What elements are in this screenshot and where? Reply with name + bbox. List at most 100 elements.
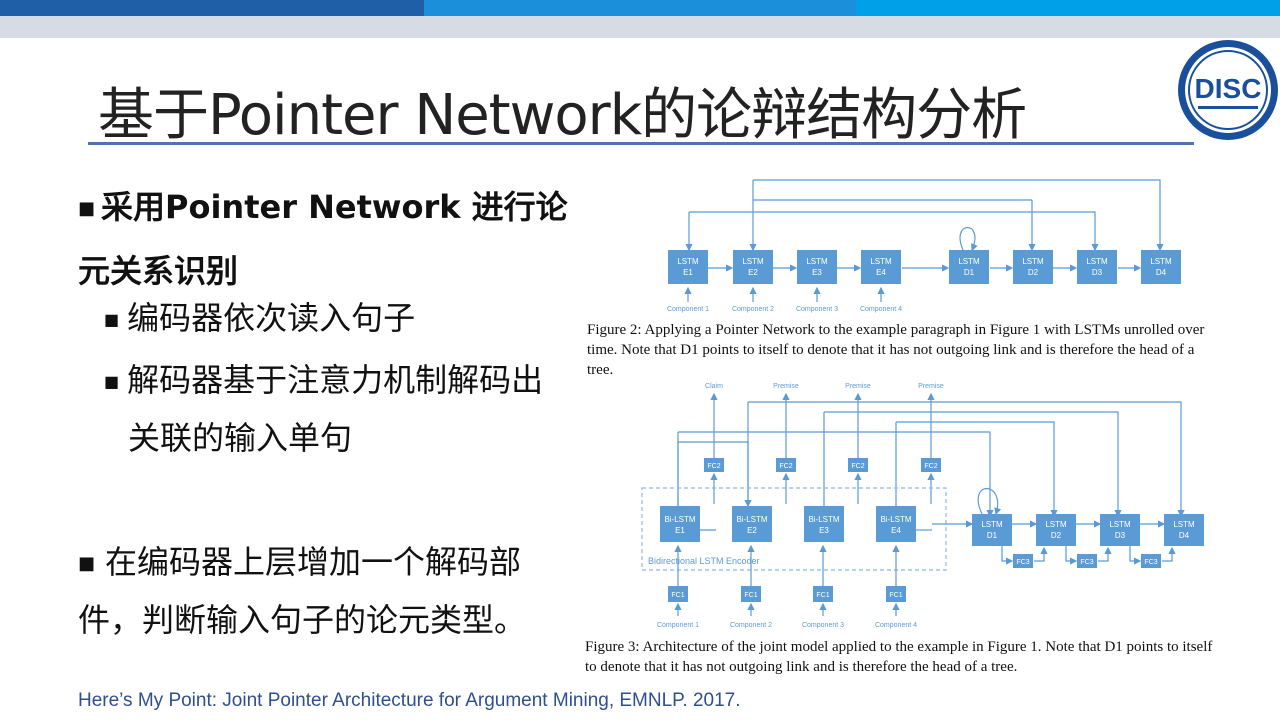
fig3-fc2-1: FC2 [704, 458, 724, 472]
fig2-encoder-e2: LSTM E2 [733, 250, 773, 284]
fig3-fc1-4: FC1 [886, 586, 906, 602]
figure-3-caption: Figure 3: Architecture of the joint mode… [585, 637, 1275, 677]
fig2-decoder-d4: LSTM D4 [1141, 250, 1181, 284]
fig3-decoder-d1: LSTM D1 [972, 514, 1012, 546]
svg-text:LSTM: LSTM [806, 257, 828, 266]
svg-text:LSTM: LSTM [1173, 520, 1195, 529]
fig3-encoder-e4: Bi-LSTM E4 [876, 506, 916, 542]
fig2-decoder-d1: LSTM D1 [949, 250, 989, 284]
svg-text:LSTM: LSTM [1150, 257, 1172, 266]
title-underline [88, 142, 1194, 145]
svg-text:Bi-LSTM: Bi-LSTM [736, 515, 767, 524]
svg-text:FC3: FC3 [1144, 559, 1157, 566]
fig2-input-3: Component 3 [796, 306, 838, 313]
fig3-type-2: Premise [773, 383, 799, 390]
fig3-type-4: Premise [918, 383, 944, 390]
fig3-fc1-2: FC1 [741, 586, 761, 602]
svg-text:Bi-LSTM: Bi-LSTM [808, 515, 839, 524]
svg-text:LSTM: LSTM [870, 257, 892, 266]
figure-2-diagram: LSTM E1 LSTM E2 LSTM E3 LSTM E4 LSTM D1 … [667, 179, 1181, 313]
svg-text:LSTM: LSTM [1109, 520, 1131, 529]
svg-text:FC1: FC1 [671, 592, 684, 599]
fig2-encoder-e1: LSTM E1 [668, 250, 708, 284]
svg-text:LSTM: LSTM [742, 257, 764, 266]
svg-text:FC1: FC1 [744, 592, 757, 599]
disc-logo: DISC [1178, 40, 1278, 140]
fig3-type-1: Claim [705, 383, 723, 390]
bullet-sub-2-line-2: 关联的输入单句 [128, 419, 353, 457]
fig3-input-3: Component 3 [802, 622, 844, 629]
fig3-fc3-3: FC3 [1141, 554, 1161, 568]
svg-text:LSTM: LSTM [677, 257, 699, 266]
top-color-bar [0, 0, 1280, 16]
figure-2-caption: Figure 2: Applying a Pointer Network to … [587, 320, 1267, 380]
svg-text:FC1: FC1 [889, 592, 902, 599]
fig3-input-2: Component 2 [730, 622, 772, 629]
svg-text:D4: D4 [1156, 268, 1167, 277]
svg-text:FC2: FC2 [779, 463, 792, 470]
fig3-encoder-e2: Bi-LSTM E2 [732, 506, 772, 542]
svg-text:FC2: FC2 [707, 463, 720, 470]
figure-3-diagram: Claim Premise Premise Premise FC2 FC2 FC… [641, 383, 1204, 629]
svg-text:E2: E2 [748, 268, 758, 277]
svg-text:D3: D3 [1092, 268, 1103, 277]
fig3-input-4: Component 4 [875, 622, 917, 629]
svg-text:E2: E2 [747, 526, 757, 535]
svg-text:FC3: FC3 [1016, 559, 1029, 566]
bullet-sub-1-text: 编码器依次读入句子 [127, 299, 416, 337]
fig3-fc1-3: FC1 [813, 586, 833, 602]
paper-reference: Here’s My Point: Joint Pointer Architect… [78, 690, 741, 711]
bullet-sub-1: ■ 编码器依次读入句子 [104, 290, 415, 348]
square-bullet-icon: ■ [78, 198, 96, 219]
bullet-1-line-1: 采用Pointer Network 进行论 [101, 188, 568, 226]
bullet-2-line-1: 在编码器上层增加一个解码部 [105, 543, 522, 581]
square-bullet-icon: ■ [104, 310, 120, 329]
svg-text:D2: D2 [1028, 268, 1039, 277]
figure-3-caption-line-1: Figure 3: Architecture of the joint mode… [585, 639, 1213, 655]
fig3-fc2-3: FC2 [848, 458, 868, 472]
header-sub-bar [0, 16, 1280, 38]
bullet-sub-2-line-1: 解码器基于注意力机制解码出 [127, 361, 544, 399]
square-bullet-icon: ■ [104, 372, 120, 391]
svg-text:D3: D3 [1115, 531, 1126, 540]
fig3-input-1: Component 1 [657, 622, 699, 629]
svg-text:Bi-LSTM: Bi-LSTM [880, 515, 911, 524]
svg-text:FC2: FC2 [924, 463, 937, 470]
figure-2-caption-line-3: tree. [587, 362, 614, 378]
fig2-decoder-d2: LSTM D2 [1013, 250, 1053, 284]
fig2-encoder-e4: LSTM E4 [861, 250, 901, 284]
fig3-fc3-1: FC3 [1013, 554, 1033, 568]
top-bar-segment-2 [424, 0, 856, 16]
svg-text:E4: E4 [891, 526, 901, 535]
svg-text:D1: D1 [964, 268, 975, 277]
slide-title: 基于Pointer Network的论辩结构分析 [98, 83, 1027, 148]
fig3-encoder-group-label: Bidirectional LSTM Encoder [648, 556, 760, 566]
bullet-main-1: ■采用Pointer Network 进行论 元关系识别 [78, 176, 568, 302]
fig2-encoder-e3: LSTM E3 [797, 250, 837, 284]
figure-2-caption-line-1: Figure 2: Applying a Pointer Network to … [587, 322, 1205, 338]
fig3-encoder-e3: Bi-LSTM E3 [804, 506, 844, 542]
fig3-type-3: Premise [845, 383, 871, 390]
svg-text:E1: E1 [683, 268, 693, 277]
fig3-fc3-2: FC3 [1077, 554, 1097, 568]
svg-text:E3: E3 [819, 526, 829, 535]
fig2-input-2: Component 2 [732, 306, 774, 313]
svg-text:FC2: FC2 [851, 463, 864, 470]
fig3-fc1-1: FC1 [668, 586, 688, 602]
svg-text:LSTM: LSTM [981, 520, 1003, 529]
svg-text:E4: E4 [876, 268, 886, 277]
svg-text:LSTM: LSTM [1045, 520, 1067, 529]
svg-text:Bi-LSTM: Bi-LSTM [664, 515, 695, 524]
fig3-fc2-2: FC2 [776, 458, 796, 472]
fig3-decoder-d2: LSTM D2 [1036, 514, 1076, 546]
top-bar-segment-3 [856, 0, 1280, 16]
logo-text: DISC [1195, 73, 1262, 104]
svg-text:D2: D2 [1051, 531, 1062, 540]
bullet-2-line-2: 件，判断输入句子的论元类型。 [78, 601, 527, 639]
svg-text:LSTM: LSTM [1086, 257, 1108, 266]
fig2-input-1: Component 1 [667, 306, 709, 313]
fig3-decoder-d4: LSTM D4 [1164, 514, 1204, 546]
fig3-decoder-d3: LSTM D3 [1100, 514, 1140, 546]
bullet-main-2: ■在编码器上层增加一个解码部 件，判断输入句子的论元类型。 [78, 534, 526, 648]
svg-text:E3: E3 [812, 268, 822, 277]
